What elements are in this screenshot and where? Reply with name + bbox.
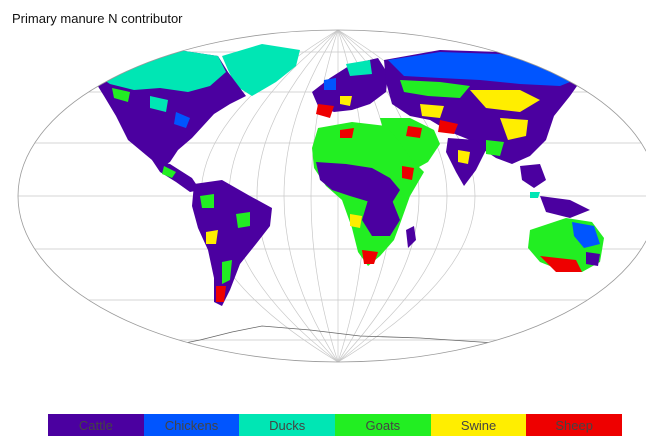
map-frame — [17, 29, 646, 363]
legend-chickens: Chickens — [143, 414, 240, 436]
legend-cattle: Cattle — [48, 414, 144, 436]
legend-ducks: Ducks — [239, 414, 336, 436]
madagascar — [406, 226, 416, 248]
legend-sheep: Sheep — [526, 414, 623, 436]
map-title: Primary manure N contributor — [12, 11, 183, 26]
legend-swine: Swine — [430, 414, 527, 436]
greenland — [222, 44, 300, 96]
legend: Cattle Chickens Ducks Goats Swine Sheep — [48, 414, 623, 436]
legend-goats: Goats — [335, 414, 431, 436]
middle-east — [380, 118, 440, 172]
south-america — [192, 180, 272, 306]
indonesia — [540, 196, 590, 218]
